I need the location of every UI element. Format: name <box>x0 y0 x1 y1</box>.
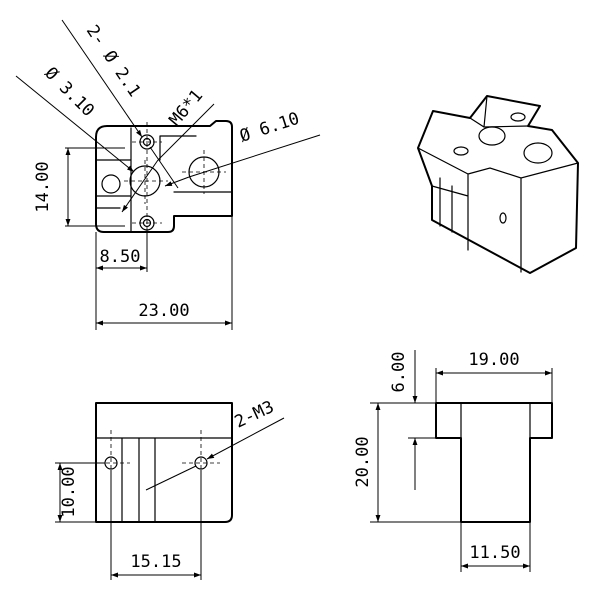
front-center-lines <box>92 430 220 500</box>
dim-width-23: 23.00 <box>138 301 189 321</box>
label-2-m3: 2-M3 <box>232 397 278 432</box>
leader-phi-3-10 <box>15 75 135 173</box>
iso-outline <box>417 95 579 274</box>
leader-2-m3 <box>206 417 285 460</box>
front-view: 10.00 15.15 2-M3 <box>55 397 285 580</box>
front-view-outline <box>95 402 233 523</box>
dim-height-6: 6.00 <box>389 352 409 393</box>
top-view-inner-edges <box>95 127 233 233</box>
dim-width-19: 19.00 <box>468 350 519 370</box>
label-phi-6-10: Ø 6.10 <box>237 109 302 147</box>
side-view-outline <box>435 402 553 523</box>
top-view: 14.00 8.50 23.00 2- Ø 2.1 Ø 3.10 M6*1 Ø … <box>15 19 321 330</box>
iso-hole-small-b <box>510 112 526 122</box>
iso-hole-side <box>499 212 507 224</box>
hole-phi-3-10 <box>101 174 121 194</box>
dim-width-11-50: 11.50 <box>469 543 520 563</box>
dim-height-14: 14.00 <box>33 161 53 212</box>
label-2-phi-2-1: 2- Ø 2.1 <box>82 22 144 101</box>
isometric-view <box>417 95 579 274</box>
side-view: 6.00 19.00 20.00 11.50 <box>353 350 553 572</box>
center-lines <box>124 122 226 238</box>
iso-hole-large <box>478 126 506 146</box>
dim-width-15-15: 15.15 <box>130 552 181 572</box>
iso-hole-small-a <box>453 146 469 156</box>
dim-height-10: 10.00 <box>59 466 79 517</box>
dim-width-8-50: 8.50 <box>100 247 141 267</box>
leader-2-phi-2-1 <box>61 19 143 138</box>
leader-m6 <box>157 103 215 161</box>
front-view-inner-edges <box>95 437 233 523</box>
iso-hole-right <box>523 142 553 164</box>
iso-edges <box>417 95 579 273</box>
dim-height-20: 20.00 <box>353 436 373 487</box>
label-m6: M6*1 <box>166 86 208 130</box>
mounting-hole-bottom-inner <box>142 218 152 228</box>
side-view-inner-edges <box>460 402 531 439</box>
label-phi-3-10: Ø 3.10 <box>40 63 98 121</box>
leader-phi-6-10 <box>188 134 321 178</box>
